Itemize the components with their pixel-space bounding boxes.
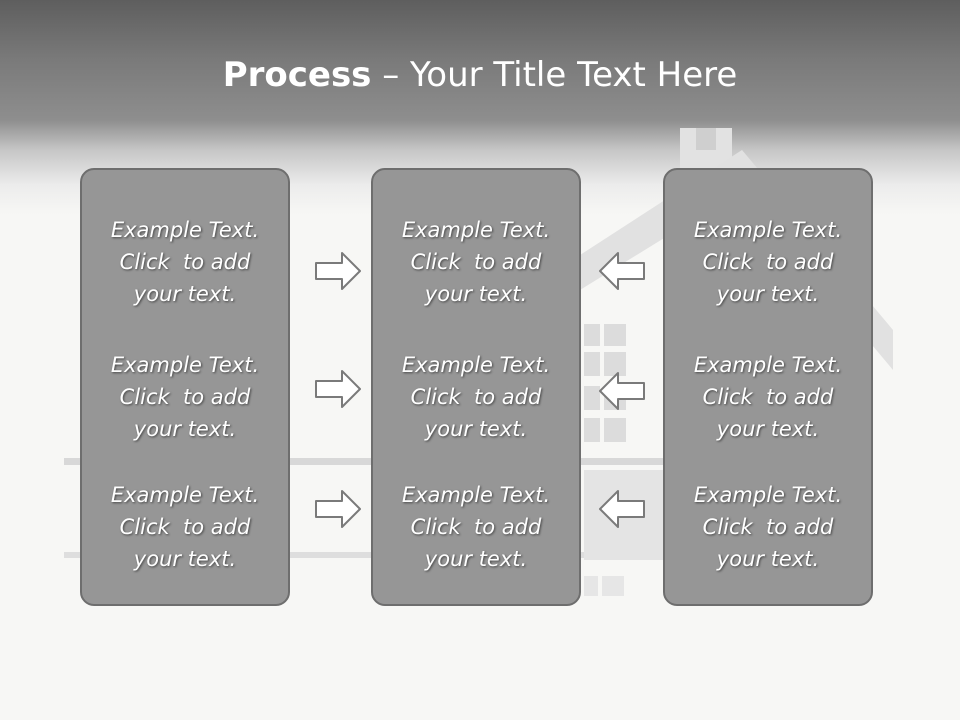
text-block[interactable]: Example Text. Click to add your text. (82, 349, 288, 445)
text-line: your text. (424, 282, 528, 306)
text-line: your text. (716, 282, 820, 306)
process-column-right[interactable]: Example Text. Click to add your text. Ex… (663, 168, 873, 606)
text-line: your text. (424, 547, 528, 571)
arrow-left-icon[interactable] (598, 488, 646, 530)
text-line: your text. (133, 547, 237, 571)
text-block[interactable]: Example Text. Click to add your text. (665, 214, 871, 310)
text-line: Example Text. (401, 353, 551, 377)
text-line: your text. (424, 417, 528, 441)
process-column-middle[interactable]: Example Text. Click to add your text. Ex… (371, 168, 581, 606)
text-line: Click to add (702, 250, 834, 274)
text-block[interactable]: Example Text. Click to add your text. (373, 479, 579, 575)
slide-title[interactable]: Process – Your Title Text Here (0, 52, 960, 98)
text-block[interactable]: Example Text. Click to add your text. (665, 479, 871, 575)
text-line: your text. (133, 417, 237, 441)
text-line: Example Text. (401, 218, 551, 242)
text-line: Example Text. (110, 218, 260, 242)
text-block[interactable]: Example Text. Click to add your text. (665, 349, 871, 445)
arrow-left-icon[interactable] (598, 250, 646, 292)
arrow-right-icon[interactable] (314, 250, 362, 292)
process-column-left[interactable]: Example Text. Click to add your text. Ex… (80, 168, 290, 606)
text-line: Click to add (702, 515, 834, 539)
title-rest-text: – Your Title Text Here (371, 55, 738, 95)
arrow-right-icon[interactable] (314, 368, 362, 410)
title-bold-text: Process (222, 55, 372, 95)
text-block[interactable]: Example Text. Click to add your text. (373, 214, 579, 310)
text-line: your text. (716, 417, 820, 441)
text-block[interactable]: Example Text. Click to add your text. (373, 349, 579, 445)
text-line: your text. (133, 282, 237, 306)
text-line: Click to add (410, 250, 542, 274)
text-line: Example Text. (693, 483, 843, 507)
arrow-left-icon[interactable] (598, 370, 646, 412)
text-line: Click to add (410, 385, 542, 409)
text-line: Example Text. (110, 483, 260, 507)
text-block[interactable]: Example Text. Click to add your text. (82, 479, 288, 575)
text-line: Example Text. (693, 218, 843, 242)
text-line: Click to add (119, 250, 251, 274)
text-line: Click to add (119, 385, 251, 409)
text-line: Click to add (119, 515, 251, 539)
text-line: your text. (716, 547, 820, 571)
text-line: Click to add (702, 385, 834, 409)
text-line: Example Text. (401, 483, 551, 507)
text-line: Click to add (410, 515, 542, 539)
arrow-right-icon[interactable] (314, 488, 362, 530)
text-block[interactable]: Example Text. Click to add your text. (82, 214, 288, 310)
text-line: Example Text. (693, 353, 843, 377)
text-line: Example Text. (110, 353, 260, 377)
